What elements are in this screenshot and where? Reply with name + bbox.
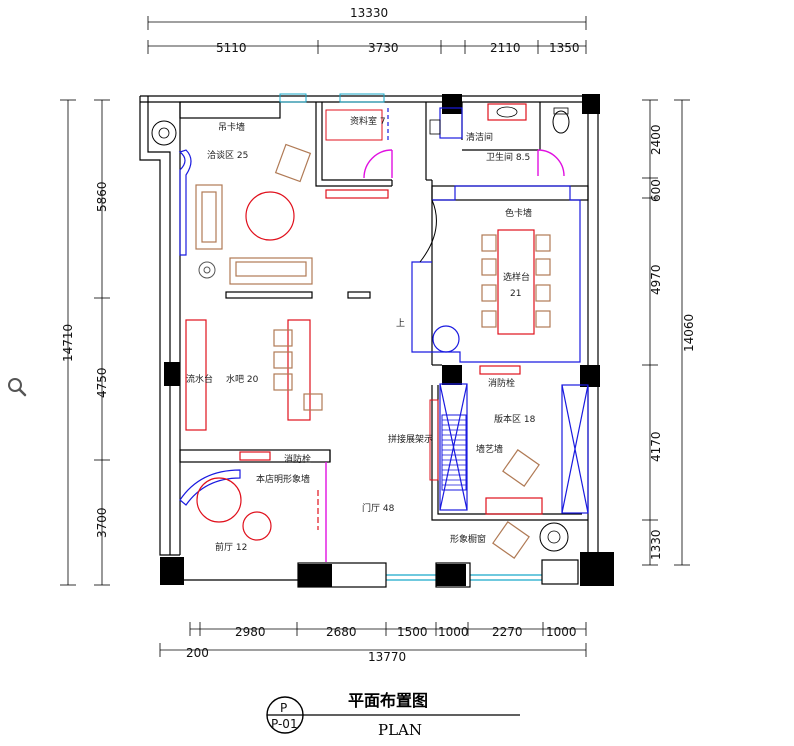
- bottom-seg-5: 2270: [492, 625, 523, 639]
- room-labels: 吊卡墙 洽谈区 25 资料室 7 清洁间 卫生间 8.5 色卡墙 选样台 21 …: [186, 115, 536, 553]
- label-selection-area: 21: [510, 289, 521, 299]
- right-total-dim: 14060: [682, 314, 696, 352]
- lounge-furniture: [195, 143, 371, 299]
- label-wallpaper: 墙艺墙: [476, 443, 503, 455]
- label-front-hall: 前厅 12: [215, 541, 247, 553]
- bottom-seg-1: 2980: [235, 625, 266, 639]
- bottom-offset-dim: 200: [186, 646, 209, 660]
- structural-columns: [160, 94, 614, 587]
- search-icon[interactable]: [6, 376, 28, 398]
- interior-walls: [179, 102, 589, 521]
- right-seg-1: 2400: [649, 124, 663, 155]
- top-seg-4: 1350: [549, 41, 580, 55]
- label-cleaning: 清洁间: [466, 131, 493, 143]
- left-seg-1: 5860: [95, 181, 109, 212]
- right-seg-2: 600: [649, 179, 663, 202]
- selection-table-furniture: [432, 229, 551, 353]
- label-entrance: 门厅 48: [362, 502, 395, 514]
- label-up: 上: [396, 318, 405, 329]
- bottom-seg-3: 1500: [397, 625, 428, 639]
- bottom-dimension-lines: [159, 622, 587, 657]
- label-display-rack: 拼接展架示: [388, 433, 433, 445]
- left-total-dim: 14710: [61, 324, 75, 362]
- bottom-seg-6: 1000: [546, 625, 577, 639]
- doors: [317, 149, 565, 562]
- title-symbol-bottom: P-01: [271, 717, 298, 731]
- top-seg-3: 2110: [490, 41, 521, 55]
- blue-partitions: [178, 107, 589, 514]
- left-seg-3: 3700: [95, 507, 109, 538]
- left-seg-2: 4750: [95, 367, 109, 398]
- front-hall-furniture: [196, 451, 272, 541]
- top-seg-1: 5110: [216, 41, 247, 55]
- label-color-wall: 色卡墙: [505, 207, 532, 219]
- label-selection-table: 选样台: [503, 271, 530, 283]
- bottom-seg-2: 2680: [326, 625, 357, 639]
- label-toilet: 卫生间 8.5: [486, 151, 530, 163]
- sample-area-furniture: [479, 365, 543, 559]
- right-seg-4: 4170: [649, 431, 663, 462]
- label-fire-door-2: 消防栓: [284, 453, 311, 465]
- bottom-total-dim: 13770: [368, 650, 406, 664]
- right-seg-3: 4970: [649, 264, 663, 295]
- right-dimension-lines: [642, 99, 690, 566]
- left-dimension-lines: [60, 99, 110, 586]
- label-water-table: 流水台: [186, 373, 213, 385]
- page-title: 平面布置图: [348, 691, 428, 710]
- bottom-seg-4: 1000: [438, 625, 469, 639]
- label-hanging-wall: 吊卡墙: [218, 121, 245, 133]
- label-negotiation: 洽谈区 25: [207, 149, 248, 161]
- top-dimension-lines: [147, 16, 587, 54]
- top-seg-2: 3730: [368, 41, 399, 55]
- title-block: P P-01 平面布置图 PLAN: [266, 691, 520, 739]
- page-subtitle: PLAN: [378, 721, 422, 739]
- label-water-bar: 水吧 20: [226, 373, 259, 385]
- toilet-fixtures: [487, 103, 570, 134]
- label-logo-wall: 本店明形象墙: [256, 473, 310, 485]
- storage-furniture: [325, 109, 441, 199]
- right-seg-5: 1330: [649, 529, 663, 560]
- label-window-display: 形象橱窗: [450, 533, 486, 545]
- plant-icons: [151, 120, 569, 552]
- label-sample-area: 版本区 18: [494, 413, 536, 425]
- title-symbol-top: P: [280, 701, 287, 715]
- label-fire-door: 消防栓: [488, 377, 515, 389]
- label-storage: 资料室 7: [350, 115, 386, 127]
- water-bar-furniture: [185, 319, 323, 431]
- stairs: [429, 399, 467, 491]
- top-total-dim: 13330: [350, 6, 388, 20]
